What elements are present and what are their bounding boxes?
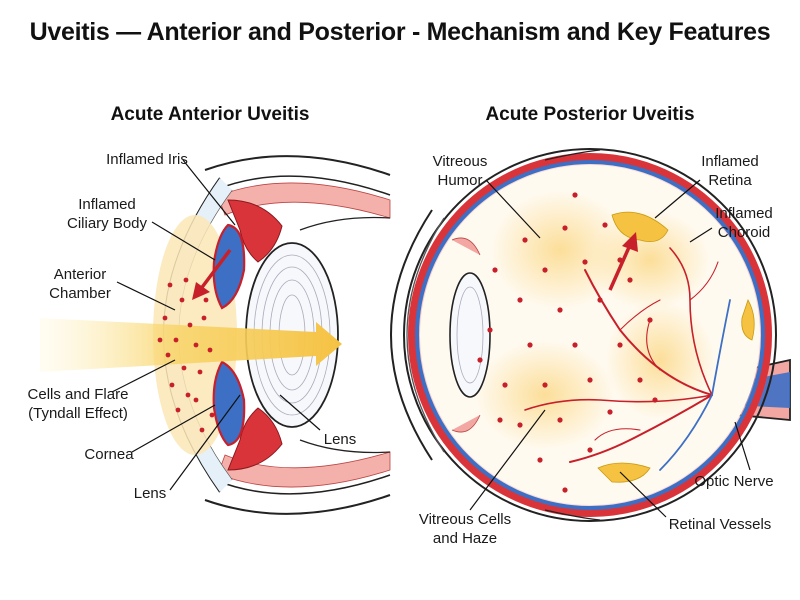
vitreous-cell-dot <box>617 257 623 263</box>
vitreous-cell-dot <box>572 192 578 198</box>
vitreous-cell-dot <box>607 409 613 415</box>
vitreous-cell-dot <box>497 417 503 423</box>
retinal-vessels <box>524 247 731 471</box>
vitreous-cell-dot <box>597 297 603 303</box>
tyndall-beam <box>40 318 342 372</box>
anterior-cell-dot <box>199 427 205 433</box>
vitreous-cell-dot <box>542 267 548 273</box>
vitreous-cell-dot <box>602 222 608 228</box>
posterior-panel-title: Acute Posterior Uveitis <box>485 104 695 125</box>
vitreous-cell-dot <box>517 297 523 303</box>
label-anterior-chamber-line2: Chamber <box>49 285 111 302</box>
label-inflamed-retina-line2: Retina <box>708 172 752 189</box>
vitreous-cell-dot <box>537 457 543 463</box>
label-anterior-chamber-line1: Anterior <box>53 266 107 283</box>
anterior-cell-dot <box>193 342 199 348</box>
vitreous-cell-dot <box>572 342 578 348</box>
anterior-eye <box>40 155 391 515</box>
anterior-cells <box>157 277 215 433</box>
vitreous-cell-dot <box>617 342 623 348</box>
anterior-cell-dot <box>179 297 185 303</box>
vitreous-cell-dot <box>587 377 593 383</box>
label-inflamed-ciliary-body-line1: Inflamed <box>78 196 136 213</box>
anterior-cell-dot <box>203 297 209 303</box>
ciliary-body-top <box>227 199 283 263</box>
anterior-cell-dot <box>181 365 187 371</box>
vitreous-cell-dot <box>627 277 633 283</box>
label-inflamed-iris: Inflamed Iris <box>106 151 188 168</box>
anterior-cell-dot <box>175 407 181 413</box>
vitreous-cell-dot <box>477 357 483 363</box>
vitreous-cell-dot <box>647 317 653 323</box>
anterior-cell-dot <box>193 397 199 403</box>
label-lens-right: Lens <box>323 431 357 448</box>
retina <box>415 160 765 510</box>
vitreous-cell-dot <box>652 397 658 403</box>
label-vitreous-cells-line1: Vitreous Cells <box>418 511 512 528</box>
vitreous-cell-dot <box>487 327 493 333</box>
anterior-cell-dot <box>173 337 179 343</box>
lesion-right <box>741 299 755 341</box>
vitreous-cell-dot <box>562 225 568 231</box>
vitreous-cell-dot <box>492 267 498 273</box>
vitreous-cell-dot <box>557 417 563 423</box>
anterior-cell-dot <box>169 382 175 388</box>
anterior-cell-dot <box>197 369 203 375</box>
leader-lines <box>111 159 751 518</box>
ciliary-body-bottom <box>227 407 283 471</box>
label-inflamed-choroid-line2: Choroid <box>717 224 771 241</box>
lesion-top <box>611 211 669 243</box>
vitreous-cell-dot <box>637 377 643 383</box>
lens-posterior <box>449 272 491 398</box>
vitreous-cell-dot <box>582 259 588 265</box>
retina-arrow <box>608 244 632 291</box>
vitreous-cell-dot <box>542 382 548 388</box>
vitreous-cell-dot <box>527 342 533 348</box>
label-cornea: Cornea <box>84 446 134 463</box>
anterior-cell-dot <box>201 315 207 321</box>
label-inflamed-retina-line1: Inflamed <box>701 153 759 170</box>
label-inflamed-choroid-line1: Inflamed <box>715 205 773 222</box>
page-title: Uveitis — Anterior and Posterior - Mecha… <box>29 18 771 46</box>
label-vitreous-cells-line2: and Haze <box>432 530 498 547</box>
label-inflamed-ciliary-body-line2: Ciliary Body <box>66 215 148 232</box>
label-vitreous-humor-line1: Vitreous <box>432 153 488 170</box>
choroid <box>408 153 772 517</box>
posterior-cells <box>477 192 658 493</box>
anterior-panel-title: Acute Anterior Uveitis <box>110 104 310 125</box>
anterior-cell-dot <box>207 347 213 353</box>
vitreous-cell-dot <box>522 237 528 243</box>
lesion-bottom <box>597 462 651 483</box>
vitreous-cell-dot <box>502 382 508 388</box>
vitreous-cell-dot <box>562 487 568 493</box>
label-cells-flare-line2: (Tyndall Effect) <box>28 405 128 422</box>
label-retinal-vessels: Retinal Vessels <box>668 516 772 533</box>
label-cells-flare-line1: Cells and Flare <box>27 386 129 403</box>
anterior-cell-dot <box>157 337 163 343</box>
vitreous-cell-dot <box>587 447 593 453</box>
anterior-cell-dot <box>162 315 168 321</box>
anterior-cell-dot <box>167 282 173 288</box>
label-vitreous-humor-line2: Humor <box>437 172 483 189</box>
anterior-cell-dot <box>187 322 193 328</box>
flare-arrow <box>198 248 232 292</box>
vitreous-cell-dot <box>517 422 523 428</box>
anterior-cell-dot <box>183 277 189 283</box>
vitreous-cell-dot <box>557 307 563 313</box>
label-lens-bottom: Lens <box>133 485 167 502</box>
anterior-cell-dot <box>185 392 191 398</box>
anterior-cell-dot <box>209 412 215 418</box>
iris-bottom <box>212 360 246 447</box>
iris-top <box>212 223 246 310</box>
posterior-eye <box>390 148 791 522</box>
anterior-cell-dot <box>165 352 171 358</box>
label-optic-nerve: Optic Nerve <box>694 473 774 490</box>
